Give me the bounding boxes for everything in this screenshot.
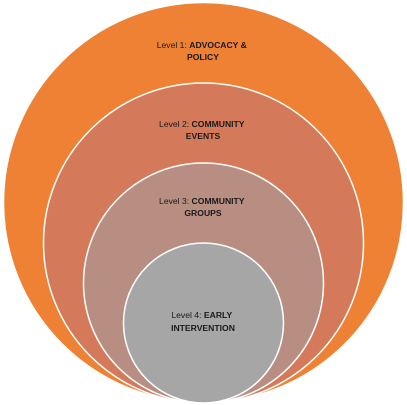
level-4-name-line1: EARLY: [204, 310, 233, 320]
level-2-label: Level 2: COMMUNITY EVENTS: [159, 119, 247, 141]
level-2-prefix: Level 2:: [159, 119, 192, 129]
level-1-name-line2: POLICY: [187, 52, 219, 62]
level-3-label: Level 3: COMMUNITY GROUPS: [159, 196, 247, 218]
level-3-prefix: Level 3:: [159, 196, 192, 206]
level-3-name-line1: COMMUNITY: [192, 196, 245, 206]
level-1-label: Level 1: ADVOCACY & POLICY: [157, 40, 250, 62]
level-1-prefix: Level 1:: [157, 40, 190, 50]
level-4-name-line2: INTERVENTION: [171, 323, 235, 333]
level-4-label: Level 4: EARLY INTERVENTION: [171, 310, 235, 333]
level-2-name-line2: EVENTS: [186, 131, 221, 141]
level-4-prefix: Level 4:: [171, 310, 204, 320]
level-3-name-line2: GROUPS: [184, 208, 222, 218]
level-4-circle: [122, 242, 285, 404]
level-2-name-line1: COMMUNITY: [192, 119, 245, 129]
level-1-name-line1: ADVOCACY &: [189, 40, 247, 50]
